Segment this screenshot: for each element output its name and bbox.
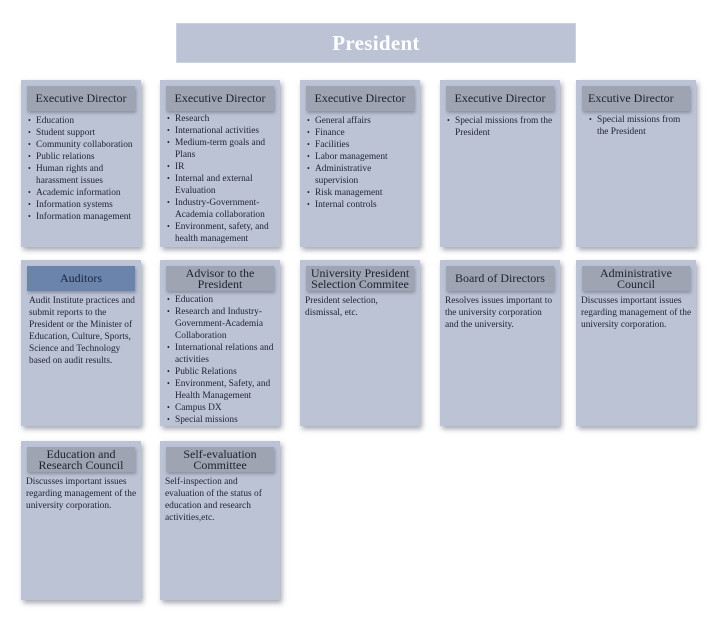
list-item: Public relations bbox=[27, 151, 137, 163]
list-item: Public Relations bbox=[166, 366, 276, 378]
card-description: Discusses important issues regarding man… bbox=[26, 477, 137, 511]
list-item: Finance bbox=[306, 127, 416, 139]
auditors-card: Auditors Audit Institute practices and s… bbox=[21, 260, 141, 426]
card-header: Executive Director bbox=[306, 86, 414, 111]
advisor-to-president-card: Advisor to the President Education Resea… bbox=[160, 260, 280, 426]
list-item: Information management bbox=[27, 211, 137, 223]
list-item: Internal and external Evaluation bbox=[166, 173, 276, 197]
card-title: Executive Director bbox=[35, 91, 127, 106]
duties-list: Special missions from the President bbox=[444, 115, 556, 139]
list-item: Environment, safety, and health manageme… bbox=[166, 221, 276, 245]
card-header: Executive Director bbox=[166, 86, 274, 111]
executive-director-card-1: Executive Director Education Student sup… bbox=[21, 80, 141, 247]
board-of-directors-card: Board of Directors Resolves issues impor… bbox=[440, 260, 560, 426]
card-title: Executive Director bbox=[174, 91, 266, 106]
list-item: Risk management bbox=[306, 187, 416, 199]
list-item: Labor management bbox=[306, 151, 416, 163]
executive-director-card-2: Executive Director Research Internationa… bbox=[160, 80, 280, 247]
list-item: Research bbox=[166, 113, 276, 125]
card-header: Executive Director bbox=[27, 86, 135, 111]
card-title: Self-evaluation Committee bbox=[183, 447, 257, 472]
card-header: Excutive Director bbox=[582, 86, 690, 111]
duties-list: Education Research and Industry-Governme… bbox=[164, 294, 276, 426]
card-title: Auditors bbox=[60, 271, 102, 286]
list-item: Human rights and harassment issues bbox=[27, 163, 137, 187]
president-selection-committee-card: University President Selection Commitee … bbox=[300, 260, 420, 426]
duties-list: Special missions from the President bbox=[580, 114, 692, 138]
list-item: Information systems bbox=[27, 199, 137, 211]
list-item: IR bbox=[166, 161, 276, 173]
card-header: Advisor to the President bbox=[166, 266, 274, 291]
card-header: Self-evaluation Committee bbox=[166, 447, 274, 472]
duties-list: Education Student support Community coll… bbox=[25, 115, 137, 223]
list-item: Research and Industry-Government-Academi… bbox=[166, 306, 276, 342]
list-item: Internal controls bbox=[306, 199, 416, 211]
list-item: Special missions from the President bbox=[588, 114, 692, 138]
executive-director-card-5: Excutive Director Special missions from … bbox=[576, 80, 696, 247]
list-item: Education bbox=[27, 115, 137, 127]
list-item: General affairs bbox=[306, 115, 416, 127]
self-evaluation-committee-card: Self-evaluation Committee Self-inspectio… bbox=[160, 441, 280, 600]
card-title: Excutive Director bbox=[588, 91, 674, 106]
card-title: Education and Research Council bbox=[38, 447, 124, 472]
card-header: Education and Research Council bbox=[27, 447, 135, 472]
education-research-council-card: Education and Research Council Discusses… bbox=[21, 441, 141, 600]
card-title: Advisor to the President bbox=[185, 266, 255, 291]
list-item: Special missions from the President bbox=[446, 115, 556, 139]
list-item: International activities bbox=[166, 125, 276, 137]
list-item: Administrative supervision bbox=[306, 163, 416, 187]
card-description: Self-inspection and evaluation of the st… bbox=[165, 477, 262, 523]
executive-director-card-3: Executive Director General affairs Finan… bbox=[300, 80, 420, 247]
card-header: Board of Directors bbox=[446, 266, 554, 291]
list-item: Industry-Government-Academia collaborati… bbox=[166, 197, 276, 221]
card-description: Discusses important issues regarding man… bbox=[581, 296, 692, 330]
administrative-council-card: Administrative Council Discusses importa… bbox=[576, 260, 696, 426]
list-item: Medium-term goals and Plans bbox=[166, 137, 276, 161]
list-item: Education bbox=[166, 294, 276, 306]
president-title: President bbox=[332, 30, 420, 55]
card-title: Executive Director bbox=[454, 91, 546, 106]
card-header: Administrative Council bbox=[582, 266, 690, 291]
list-item: Special missions bbox=[166, 414, 276, 426]
president-box: President bbox=[176, 23, 576, 63]
card-title: Administrative Council bbox=[600, 266, 672, 291]
card-description: President selection, dismissal, etc. bbox=[305, 296, 378, 318]
duties-list: General affairs Finance Facilities Labor… bbox=[304, 115, 416, 211]
list-item: Community collaboration bbox=[27, 139, 137, 151]
card-description: Audit Institute practices and submit rep… bbox=[29, 296, 135, 366]
card-title: Board of Directors bbox=[455, 271, 545, 286]
executive-director-card-4: Executive Director Special missions from… bbox=[440, 80, 560, 247]
card-title: University President Selection Commitee bbox=[310, 266, 410, 291]
list-item: Facilities bbox=[306, 139, 416, 151]
card-description: Resolves issues important to the univers… bbox=[445, 296, 553, 330]
list-item: Campus DX bbox=[166, 402, 276, 414]
list-item: Student support bbox=[27, 127, 137, 139]
duties-list: Research International activities Medium… bbox=[164, 113, 276, 245]
card-header: Executive Director bbox=[446, 86, 554, 111]
list-item: International relations and activities bbox=[166, 342, 276, 366]
card-title: Executive Director bbox=[314, 91, 406, 106]
list-item: Academic information bbox=[27, 187, 137, 199]
list-item: Environment, Safety, and Health Manageme… bbox=[166, 378, 276, 402]
card-header: University President Selection Commitee bbox=[306, 266, 414, 291]
card-header: Auditors bbox=[27, 266, 135, 291]
